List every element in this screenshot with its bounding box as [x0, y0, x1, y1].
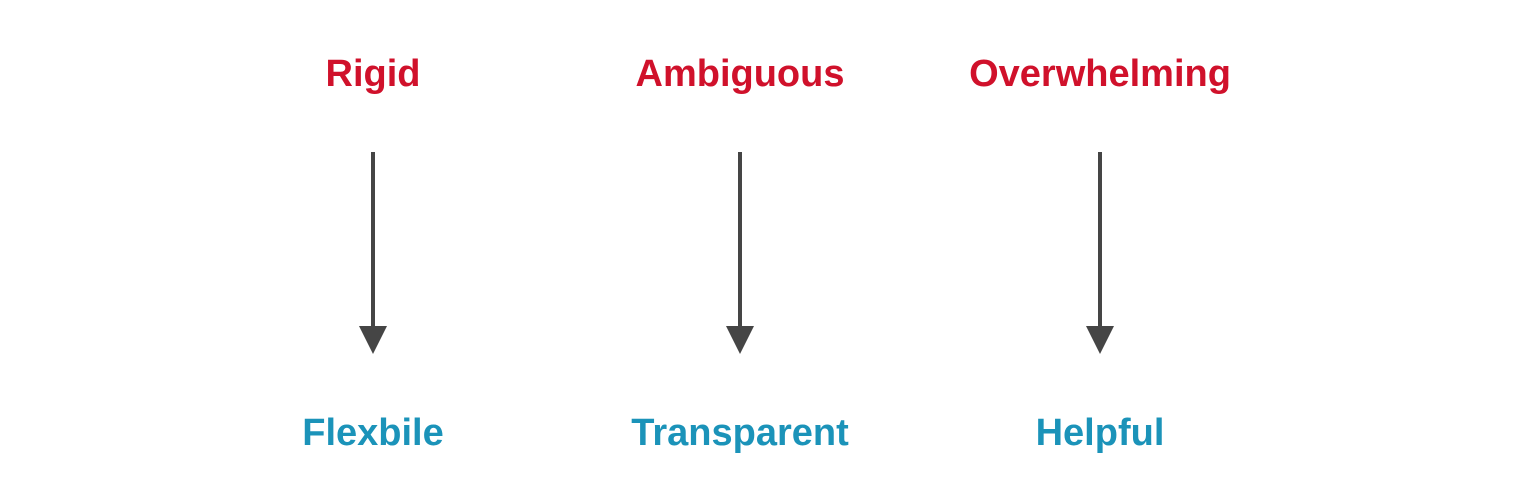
- transformation-ambiguous-to-transparent: Ambiguous Transparent: [560, 0, 920, 502]
- solution-label-helpful: Helpful: [1035, 412, 1165, 454]
- problem-label-rigid: Rigid: [325, 53, 421, 95]
- down-arrow-icon: [726, 152, 754, 354]
- solution-label-flexible: Flexbile: [302, 412, 444, 454]
- transformation-rigid-to-flexible: Rigid Flexbile: [193, 0, 553, 502]
- solution-label-transparent: Transparent: [631, 412, 849, 454]
- down-arrow-icon: [359, 152, 387, 354]
- problem-label-overwhelming: Overwhelming: [969, 53, 1231, 95]
- problem-label-ambiguous: Ambiguous: [635, 53, 845, 95]
- transformation-overwhelming-to-helpful: Overwhelming Helpful: [920, 0, 1280, 502]
- down-arrow-icon: [1086, 152, 1114, 354]
